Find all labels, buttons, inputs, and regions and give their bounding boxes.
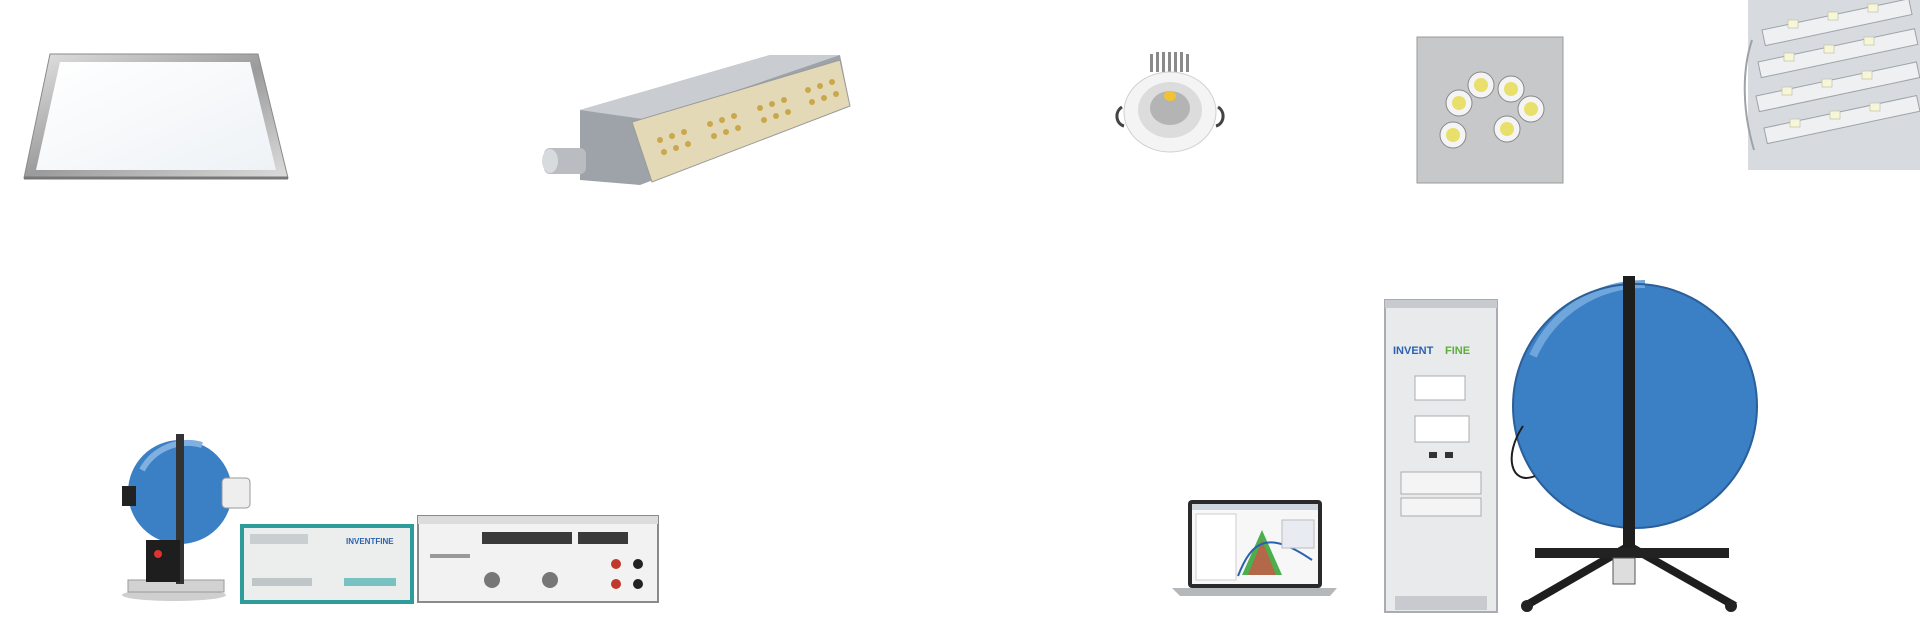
svg-text:INVENTFINE: INVENTFINE — [346, 537, 394, 546]
street-light-image — [540, 50, 851, 195]
led-chip-icon — [1416, 36, 1564, 184]
led-panel-icon — [23, 53, 289, 180]
downlight-image — [1112, 52, 1232, 157]
inventfine-cabinet-logo: INVENT FINE — [1393, 345, 1470, 357]
laptop-image — [1172, 500, 1337, 598]
small-sphere-system-icon: INVENTFINE — [122, 434, 659, 604]
svg-text:INVENT: INVENT — [1393, 345, 1434, 357]
inventfine-logo: INVENTFINE — [346, 537, 394, 546]
led-module-icon — [1743, 0, 1920, 170]
street-light-icon — [542, 55, 851, 185]
led-module-image — [1743, 0, 1920, 170]
large-sphere-system-icon: INVENT FINE — [1384, 276, 1758, 613]
svg-text:FINE: FINE — [1445, 345, 1470, 357]
small-sphere-system-image: INVENTFINE — [112, 430, 672, 605]
downlight-icon — [1115, 52, 1225, 153]
led-chip-image — [1416, 36, 1564, 184]
led-panel-image — [20, 50, 292, 185]
laptop-icon — [1172, 500, 1337, 596]
large-sphere-system-image: INVENT FINE — [1384, 276, 1758, 614]
